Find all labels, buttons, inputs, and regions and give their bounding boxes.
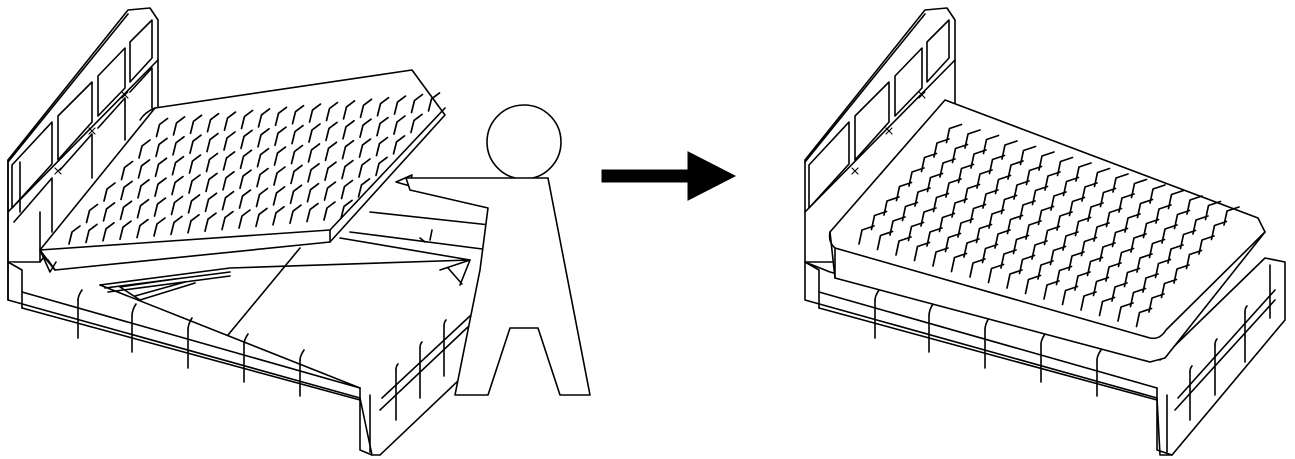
arrow-right-icon	[602, 152, 735, 200]
bed-closed-mattress-icon	[805, 8, 1285, 455]
bed-base	[8, 262, 480, 455]
bed-open-lifted-mattress-icon	[8, 8, 490, 455]
